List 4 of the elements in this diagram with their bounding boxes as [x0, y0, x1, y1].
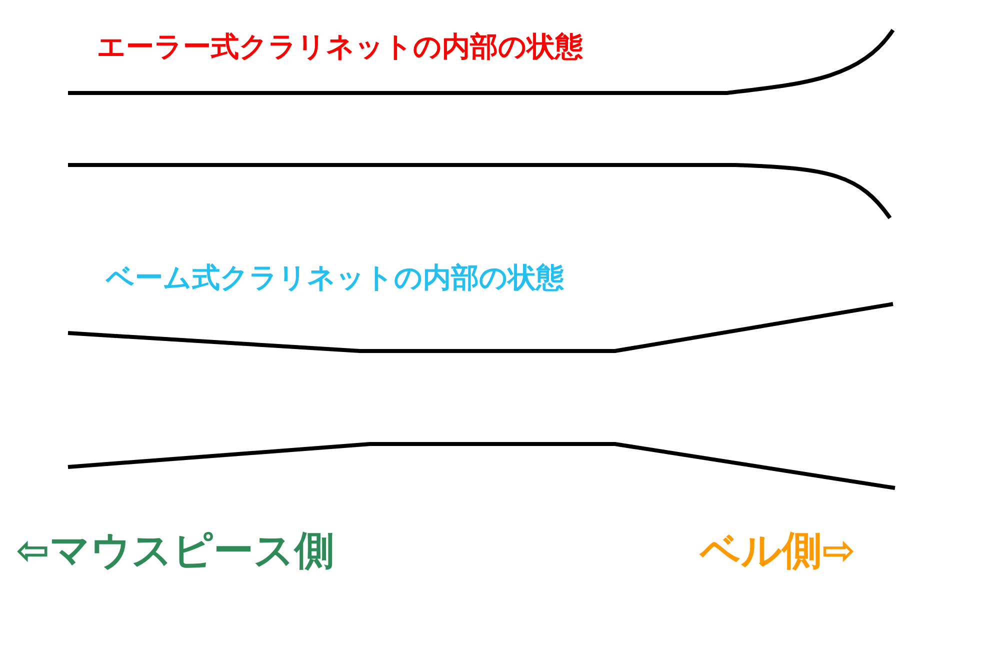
bell-side-label: ベル側⇨ — [700, 531, 856, 571]
mouthpiece-side-label: ⇦マウスピース側 — [16, 531, 335, 571]
oehler-heading: エーラー式クラリネットの内部の状態 — [97, 33, 583, 61]
boehm-heading: ベーム式クラリネットの内部の状態 — [106, 264, 564, 292]
